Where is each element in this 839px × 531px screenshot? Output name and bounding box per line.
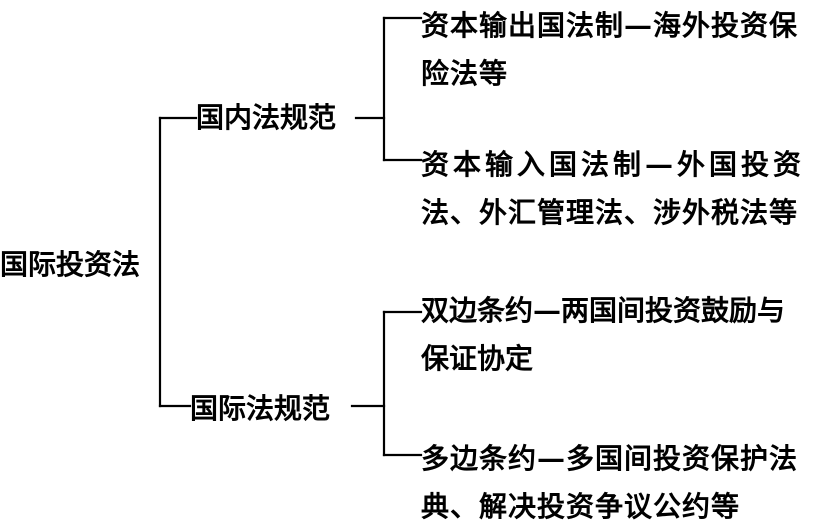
leaf-text-line: 资本输入国法制—外国投资 [421,148,806,181]
branch-domestic-law: 国内法规范 [196,101,337,134]
leaf-text-line: 险法等 [421,57,509,90]
leaf-multilateral-treaty: 多边条约—多国间投资保护法 典、解决投资争议公约等 [421,435,839,531]
leaf-capital-export-law: 资本输出国法制—海外投资保 险法等 [421,2,839,98]
leaf-text-line: 双边条约—两国间投资鼓励与 [421,294,786,327]
leaf-text-line: 保证协定 [421,342,534,375]
leaf-bilateral-treaty: 双边条约—两国间投资鼓励与 保证协定 [421,287,839,383]
root-node: 国际投资法 [0,248,141,281]
leaf-text-line: 典、解决投资争议公约等 [421,490,741,523]
leaf-capital-import-law: 资本输入国法制—外国投资 法、外汇管理法、涉外税法等 [421,141,839,237]
leaf-text-line: 多边条约—多国间投资保护法 [421,442,799,475]
branch-international-law: 国际法规范 [190,392,331,425]
leaf-text-line: 法、外汇管理法、涉外税法等 [421,196,799,229]
tree-connector-lines [158,16,423,457]
leaf-text-line: 资本输出国法制—海外投资保 [421,9,799,42]
